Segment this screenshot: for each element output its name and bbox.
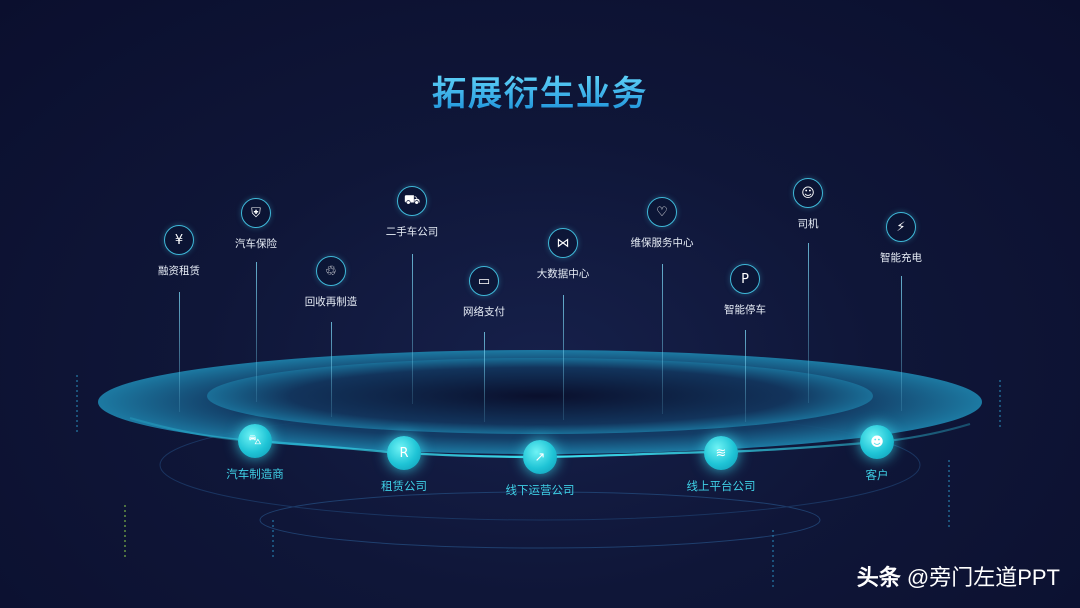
service-label: 回收再制造 <box>304 296 358 308</box>
platform-shadow-ring <box>259 491 821 549</box>
service-smart-charging: ⚡ 智能充电 <box>841 212 961 265</box>
handshake-icon: ♡ <box>647 197 677 227</box>
chart-board-icon: ↗ <box>523 440 557 474</box>
rent-sign-icon: R <box>387 436 421 470</box>
connector-line <box>662 264 663 414</box>
network-icon: ⋈ <box>548 228 578 258</box>
chain-node-online-platform: ≋ 线上平台公司 <box>651 436 791 494</box>
chain-label: 线上平台公司 <box>686 479 756 493</box>
connector-line <box>563 295 564 420</box>
service-driver: ☺ 司机 <box>748 178 868 231</box>
service-financial-leasing: ¥ 融资租赁 <box>119 225 239 278</box>
chain-label: 线下运营公司 <box>505 483 575 497</box>
chain-label: 租赁公司 <box>381 479 427 493</box>
service-label: 汽车保险 <box>235 238 277 250</box>
connector-line <box>412 254 413 404</box>
yen-hand-icon: ¥ <box>164 225 194 255</box>
service-label: 智能停车 <box>724 304 766 316</box>
chain-node-leasing-company: R 租赁公司 <box>334 436 474 494</box>
service-label: 司机 <box>797 218 819 230</box>
service-recycling: ♲ 回收再制造 <box>271 256 391 309</box>
service-label: 智能充电 <box>880 252 922 264</box>
service-label: 二手车公司 <box>385 226 439 238</box>
service-label: 网络支付 <box>463 306 505 318</box>
service-label: 大数据中心 <box>536 268 590 280</box>
service-used-car: ⛟ 二手车公司 <box>352 186 472 239</box>
service-maintenance: ♡ 维保服务中心 <box>602 197 722 250</box>
car-icon: ⛍ <box>238 424 272 458</box>
users-icon: ☻ <box>860 425 894 459</box>
page-title: 拓展衍生业务 <box>0 66 1080 115</box>
watermark-handle: @旁门左道PPT <box>906 565 1060 590</box>
chain-node-offline-operator: ↗ 线下运营公司 <box>470 440 610 498</box>
service-label: 维保服务中心 <box>630 237 694 249</box>
connector-line <box>484 332 485 422</box>
chain-node-manufacturer: ⛍ 汽车制造商 <box>185 424 325 482</box>
connector-line <box>179 292 180 412</box>
driver-icon: ☺ <box>793 178 823 208</box>
service-online-payment: ▭ 网络支付 <box>424 266 544 319</box>
connector-line <box>808 243 809 403</box>
service-auto-insurance: ⛨ 汽车保险 <box>196 198 316 251</box>
chain-label: 客户 <box>865 468 889 482</box>
connector-line <box>256 262 257 402</box>
service-smart-parking: P 智能停车 <box>685 264 805 317</box>
card-payment-icon: ▭ <box>469 266 499 296</box>
shield-icon: ⛨ <box>241 198 271 228</box>
connector-line <box>745 330 746 422</box>
watermark: 头条 @旁门左道PPT <box>857 560 1060 592</box>
platform-inner-disk <box>207 358 873 434</box>
charging-icon: ⚡ <box>886 212 916 242</box>
watermark-brand: 头条 <box>856 565 901 590</box>
service-label: 融资租赁 <box>158 265 200 277</box>
connector-line <box>331 322 332 417</box>
chain-label: 汽车制造商 <box>226 467 284 481</box>
parking-icon: P <box>730 264 760 294</box>
connector-line <box>901 276 902 411</box>
service-big-data: ⋈ 大数据中心 <box>503 228 623 281</box>
recycle-icon: ♲ <box>316 256 346 286</box>
used-car-icon: ⛟ <box>397 186 427 216</box>
layers-icon: ≋ <box>704 436 738 470</box>
chain-node-customer: ☻ 客户 <box>807 425 947 483</box>
